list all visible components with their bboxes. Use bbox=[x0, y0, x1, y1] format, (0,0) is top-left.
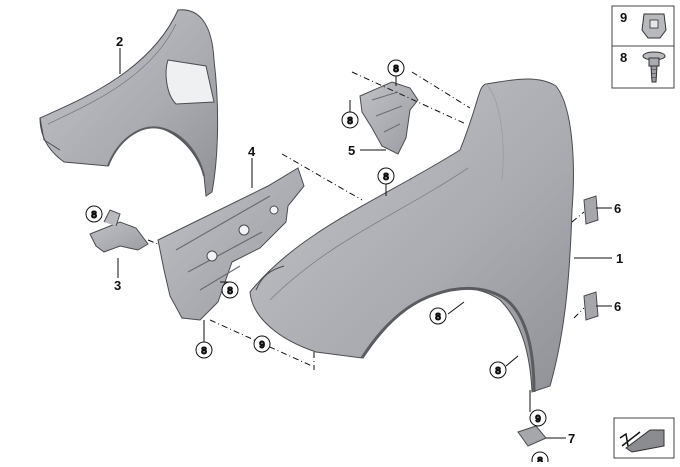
svg-text:8: 8 bbox=[347, 116, 353, 127]
callout-6-top: 6 bbox=[614, 201, 621, 216]
bracket-6-top bbox=[583, 195, 599, 225]
callout-2: 2 bbox=[116, 34, 123, 49]
circled-8-arch: 8 bbox=[429, 307, 447, 325]
bracket-7 bbox=[517, 425, 547, 447]
svg-text:8: 8 bbox=[537, 456, 543, 462]
svg-text:8: 8 bbox=[393, 64, 399, 75]
bracket-5 bbox=[359, 81, 419, 155]
callout-5: 5 bbox=[348, 143, 355, 158]
legend-label-9: 9 bbox=[620, 10, 627, 25]
circled-8-main-bracket: 8 bbox=[221, 281, 239, 299]
screw-icon bbox=[642, 51, 666, 83]
circled-8-bottom: 8 bbox=[531, 451, 549, 467]
svg-text:8: 8 bbox=[383, 172, 389, 183]
nav-arrow-icon[interactable] bbox=[613, 417, 675, 459]
circled-8-lower-arch: 8 bbox=[489, 361, 507, 379]
fender-left-small bbox=[39, 9, 219, 197]
svg-text:8: 8 bbox=[227, 286, 233, 297]
svg-text:8: 8 bbox=[435, 312, 441, 323]
callout-3: 3 bbox=[114, 278, 121, 293]
svg-text:8: 8 bbox=[201, 346, 207, 357]
svg-text:9: 9 bbox=[259, 340, 265, 351]
clip-nut-icon bbox=[641, 13, 667, 39]
bracket-4 bbox=[157, 167, 305, 321]
bracket-3 bbox=[89, 209, 149, 253]
circled-8-small-bracket: 8 bbox=[85, 205, 103, 223]
callout-7: 7 bbox=[568, 431, 575, 446]
circled-8-fender-top: 8 bbox=[377, 167, 395, 185]
fastener-legend: 9 8 bbox=[611, 5, 675, 89]
callout-4: 4 bbox=[248, 144, 256, 159]
legend-label-8: 8 bbox=[620, 50, 627, 65]
svg-text:8: 8 bbox=[495, 366, 501, 377]
svg-text:9: 9 bbox=[535, 414, 541, 425]
bracket-6-bottom bbox=[583, 291, 599, 321]
circled-9-left: 9 bbox=[253, 335, 271, 353]
circled-callouts: 8 8 8 8 8 8 9 8 bbox=[85, 59, 549, 467]
circled-9-bottom: 9 bbox=[529, 409, 547, 427]
circled-8-bottom-left: 8 bbox=[195, 341, 213, 359]
circled-8-top-bracket: 8 bbox=[387, 59, 405, 77]
callout-labels: 2 4 5 3 1 6 6 7 bbox=[114, 34, 623, 446]
callout-6-bottom: 6 bbox=[614, 299, 621, 314]
svg-text:8: 8 bbox=[91, 210, 97, 221]
callout-1: 1 bbox=[616, 251, 623, 266]
circled-8-bracket5: 8 bbox=[341, 111, 359, 129]
fender-right-large bbox=[249, 78, 574, 393]
